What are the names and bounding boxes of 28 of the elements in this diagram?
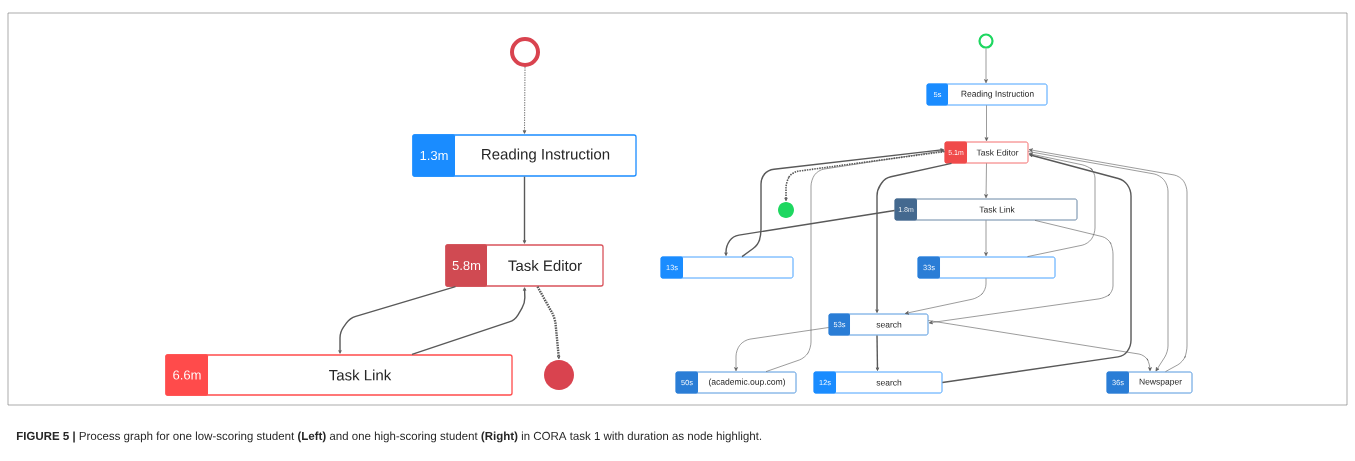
end-circle (778, 202, 794, 218)
caption: FIGURE 5 | Process graph for one low-scoring student (Left) and one high-scoring student (Right) in CORA task 1 with duration as node highlight. (16, 431, 762, 443)
arrow (941, 153, 1132, 384)
process-box: 6.6m Task Link (165, 354, 513, 396)
arrow (875, 162, 953, 313)
arrow (984, 163, 988, 199)
arrow (734, 327, 829, 372)
arrow (411, 287, 527, 356)
arrow (724, 209, 896, 256)
arrow (338, 285, 457, 354)
arrow (1027, 152, 1096, 257)
arrow (765, 149, 945, 372)
arrow (536, 286, 561, 360)
arrow (984, 48, 988, 84)
arrow (522, 175, 527, 244)
process-box: 1.3m Reading Instruction (412, 134, 637, 177)
arrow (741, 148, 944, 258)
arrow (784, 150, 946, 202)
arrow (984, 105, 989, 142)
arrow (984, 220, 988, 257)
end-circle (544, 360, 574, 390)
process-box: 5.8m Task Editor (445, 244, 604, 287)
arrow (928, 320, 1152, 372)
arrow (904, 278, 987, 315)
arrow (928, 220, 1114, 325)
start-circle (510, 37, 540, 67)
arrow (522, 66, 527, 134)
arrow (875, 334, 880, 371)
